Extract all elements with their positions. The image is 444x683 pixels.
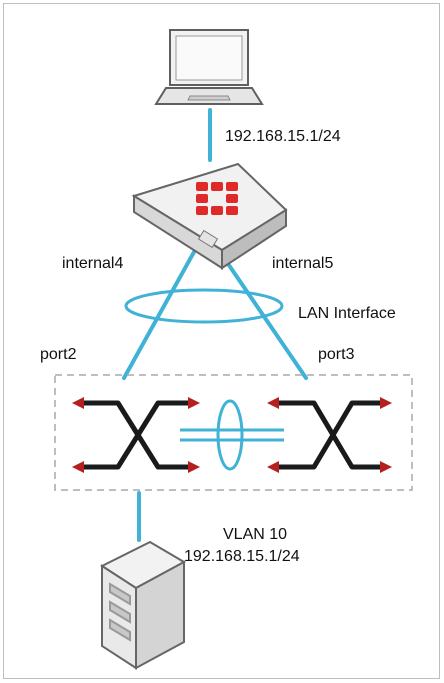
vlan-label: VLAN 10 <box>223 526 288 543</box>
firewall-appliance-icon <box>131 162 288 270</box>
lan-interface-label: LAN Interface <box>298 305 396 322</box>
switch-icon-right <box>275 400 384 470</box>
lan-interface-ellipse <box>124 288 284 324</box>
switch-arrows-right <box>267 397 392 473</box>
diagram-frame <box>3 3 440 679</box>
server-ip-label: 192.168.15.1/24 <box>184 548 300 565</box>
switch-arrows-left <box>72 397 200 473</box>
link-internal4-port2 <box>122 250 196 380</box>
server-tower-icon <box>99 540 187 670</box>
lag-ellipse <box>216 399 244 471</box>
port3-label: port3 <box>318 346 355 363</box>
laptop-ip-label: 192.168.15.1/24 <box>225 128 341 145</box>
laptop-icon <box>154 29 264 105</box>
internal4-label: internal4 <box>62 255 124 272</box>
internal5-label: internal5 <box>272 255 334 272</box>
switch-icon-left <box>80 400 192 470</box>
brand-logo-icon <box>196 182 238 215</box>
switch-stack-box <box>54 374 413 491</box>
port2-label: port2 <box>40 346 77 363</box>
inter-switch-link <box>180 399 284 471</box>
